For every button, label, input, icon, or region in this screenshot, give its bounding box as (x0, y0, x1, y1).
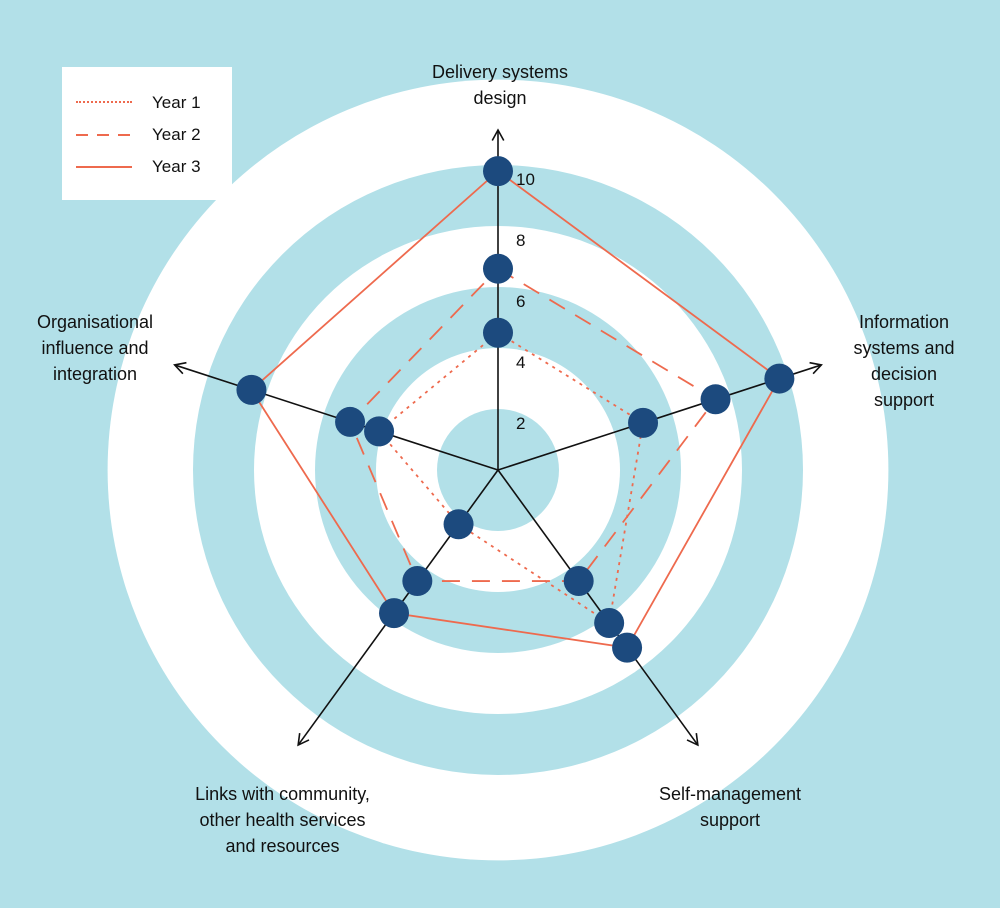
series-line-year-3 (250, 169, 781, 649)
legend-item-year-1: Year 1 (62, 87, 232, 119)
tick-label: 4 (516, 353, 525, 372)
series-line-year-2 (349, 267, 717, 582)
data-point (700, 384, 731, 415)
legend-label: Year 1 (152, 93, 201, 112)
data-point (612, 632, 643, 663)
axis-label-links-with-community: Links with community, other health servi… (195, 784, 370, 856)
axis-arrowhead (809, 361, 823, 375)
axis-label-self-management-support: Self-management support (658, 784, 802, 830)
data-point (364, 416, 395, 447)
data-point (402, 566, 433, 597)
data-point (483, 253, 513, 284)
data-point (764, 363, 795, 394)
tick-label: 8 (516, 231, 525, 250)
legend: Year 1 Year 2 Year 3 (62, 67, 232, 200)
data-point (379, 598, 410, 629)
axis-arrowhead (491, 128, 505, 141)
axis-label-information-systems: Information systems and decision support (853, 312, 955, 410)
legend-label: Year 3 (152, 157, 201, 176)
legend-item-year-3: Year 3 (62, 151, 232, 183)
data-point (483, 317, 513, 348)
legend-swatch-dotted (76, 101, 132, 105)
legend-swatch-solid (76, 166, 132, 168)
axis-label-organisational-influence: Organisational influence and integration (36, 312, 154, 384)
legend-item-year-2: Year 2 (62, 119, 232, 151)
data-point (483, 156, 513, 187)
data-point (563, 566, 594, 597)
axis-line (497, 469, 699, 746)
data-point (236, 374, 267, 405)
data-point (443, 509, 474, 540)
axis-arrowhead (173, 361, 187, 375)
axis-arrowhead (686, 733, 699, 747)
data-point (335, 406, 366, 437)
legend-swatch-dashed (76, 134, 132, 136)
data-point (628, 407, 659, 438)
legend-label: Year 2 (152, 125, 201, 144)
tick-label: 10 (516, 170, 535, 189)
tick-label: 6 (516, 292, 525, 311)
axis-arrowhead (297, 733, 310, 747)
data-point (594, 607, 625, 638)
tick-label: 2 (516, 414, 525, 433)
axis-label-delivery-systems-design: Delivery systems design (431, 62, 569, 108)
